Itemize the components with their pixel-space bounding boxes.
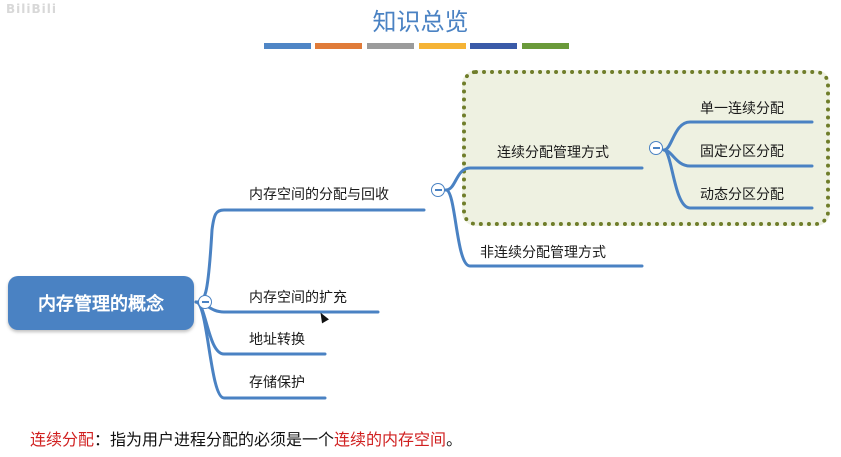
- color-bar-2: [315, 43, 362, 49]
- connector-alloc-noncontiguous: [444, 188, 644, 268]
- node-noncontiguous[interactable]: 非连续分配管理方式: [480, 245, 606, 261]
- footnote-highlight: 连续的内存空间: [334, 430, 447, 449]
- contiguous-collapse-icon[interactable]: [649, 141, 663, 155]
- branch-alloc[interactable]: 内存空间的分配与回收: [249, 187, 389, 203]
- node-single-contiguous[interactable]: 单一连续分配: [700, 101, 784, 117]
- node-contiguous[interactable]: 连续分配管理方式: [497, 145, 609, 161]
- connector-alloc-contiguous: [444, 166, 644, 192]
- color-bar-6: [522, 43, 569, 49]
- footnote-sep: ：: [94, 430, 111, 449]
- node-dynamic-partition[interactable]: 动态分区分配: [700, 187, 784, 203]
- node-fixed-partition[interactable]: 固定分区分配: [700, 144, 784, 160]
- branch-protect[interactable]: 存储保护: [249, 375, 305, 391]
- footnote-text: 指为用户进程分配的必须是一个: [110, 430, 335, 449]
- color-bar-3: [367, 43, 414, 49]
- connector-contig-dynamic: [662, 148, 814, 210]
- branch-expand[interactable]: 内存空间的扩充: [249, 290, 347, 306]
- root-collapse-icon[interactable]: [198, 295, 212, 309]
- footnote: 连续分配：指为用户进程分配的必须是一个连续的内存空间。: [30, 426, 462, 450]
- branch-addr[interactable]: 地址转换: [249, 332, 305, 348]
- footnote-end: 。: [446, 430, 463, 449]
- color-bar-5: [470, 43, 517, 49]
- footnote-term: 连续分配: [30, 430, 95, 449]
- watermark: BiliBili: [6, 2, 57, 16]
- alloc-collapse-icon[interactable]: [431, 183, 445, 197]
- contiguous-group-box: [462, 70, 830, 226]
- root-node[interactable]: 内存管理的概念: [8, 276, 194, 330]
- page-title: 知识总览: [372, 8, 469, 36]
- color-bar-1: [264, 43, 311, 49]
- color-bar-4: [419, 43, 466, 49]
- root-node-label: 内存管理的概念: [38, 294, 164, 315]
